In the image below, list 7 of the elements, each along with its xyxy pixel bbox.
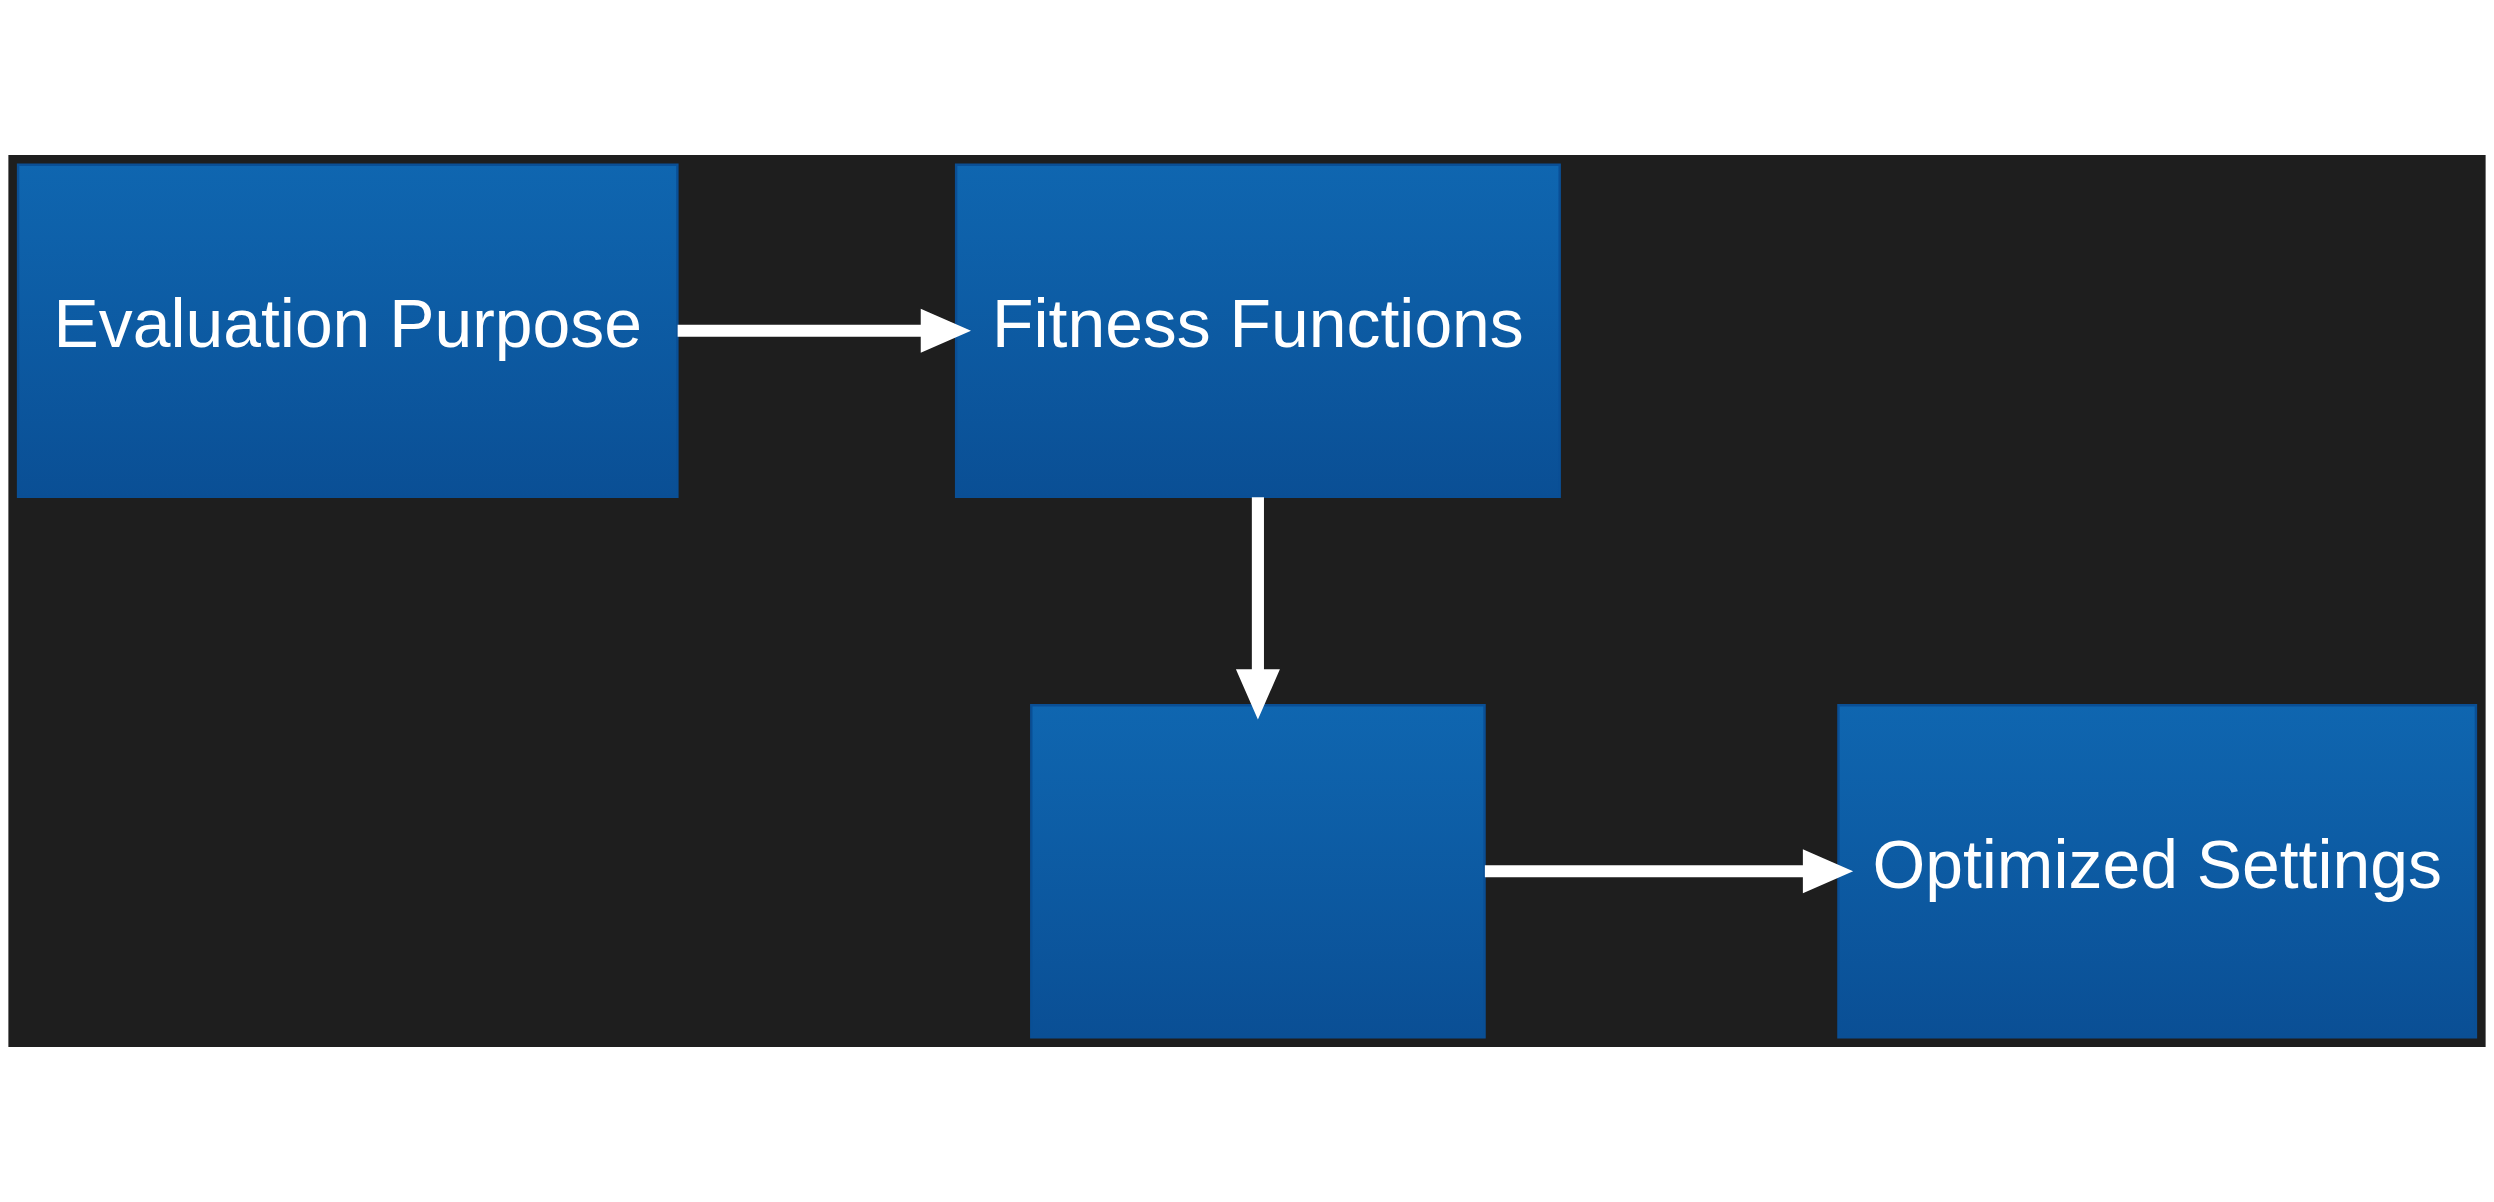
- node-box: Fitness Functions: [954, 163, 1561, 498]
- arrow: [1484, 849, 1854, 894]
- arrow: [1235, 497, 1280, 720]
- node-box: Optimized Settings: [1837, 704, 2478, 1039]
- arrow: [677, 308, 971, 353]
- node-box: [1030, 704, 1486, 1039]
- node-box: Evaluation Purpose: [16, 163, 679, 498]
